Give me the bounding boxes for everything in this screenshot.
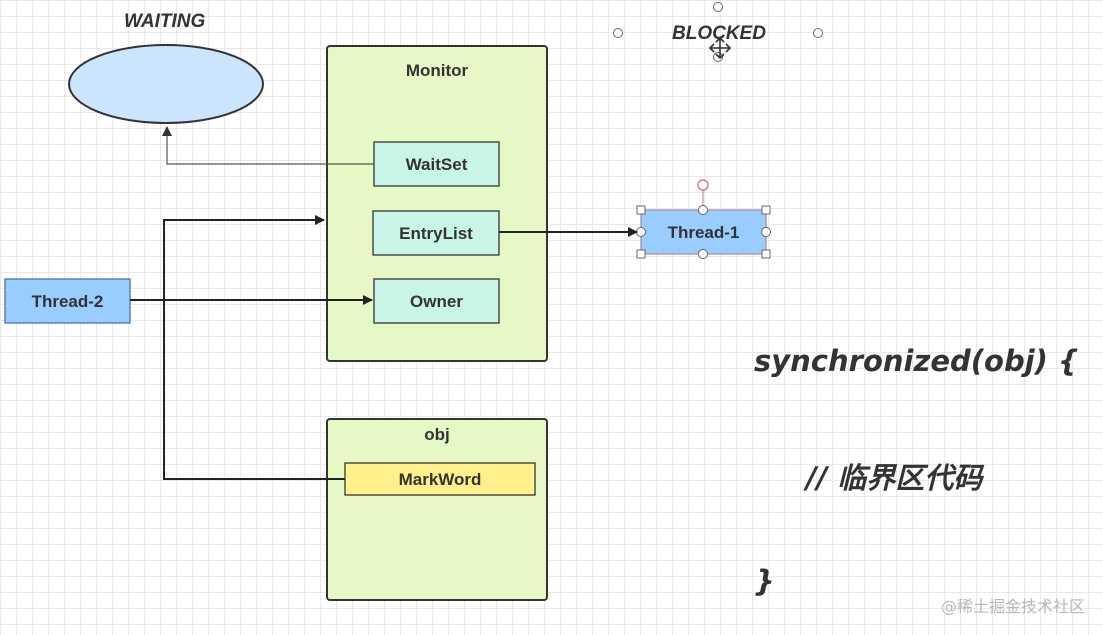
code-line-1: synchronized(obj) { <box>754 344 1079 378</box>
thread1-handle-right[interactable] <box>761 227 771 237</box>
obj-title: obj <box>424 425 450 444</box>
monitor-title: Monitor <box>406 61 469 80</box>
thread1-handle-bottom[interactable] <box>698 249 708 259</box>
thread1-handle-bl[interactable] <box>636 249 646 259</box>
owner-box[interactable] <box>373 278 500 324</box>
thread1-label: Thread-1 <box>668 223 740 242</box>
waiting-ellipse[interactable] <box>68 44 264 124</box>
blocked-handle-left[interactable] <box>613 28 623 38</box>
markword-box[interactable] <box>344 462 536 496</box>
waitset-to-waiting-arrow[interactable] <box>162 126 374 165</box>
waiting-state-label: WAITING <box>124 11 205 32</box>
markword-label: MarkWord <box>399 470 482 489</box>
thread2-label: Thread-2 <box>32 292 104 311</box>
owner-label: Owner <box>410 292 463 311</box>
blocked-handle-top[interactable] <box>713 2 723 12</box>
thread1-handle-tr[interactable] <box>761 205 771 215</box>
code-line-2: // 临界区代码 <box>806 461 983 495</box>
waitset-label: WaitSet <box>406 155 468 174</box>
thread1-rotate-handle[interactable] <box>697 179 709 191</box>
obj-box[interactable] <box>326 418 548 601</box>
thread1-handle-left[interactable] <box>636 227 646 237</box>
thread1-handle-br[interactable] <box>761 249 771 259</box>
thread1-handle-tl[interactable] <box>636 205 646 215</box>
blocked-state-label[interactable]: BLOCKED <box>672 23 766 44</box>
watermark: @稀土掘金技术社区 <box>940 597 1085 616</box>
entrylist-box[interactable] <box>372 210 500 256</box>
move-cursor-icon <box>708 36 732 60</box>
thread1-box[interactable] <box>640 209 767 255</box>
entrylist-label: EntryList <box>399 224 473 243</box>
thread1-handle-top[interactable] <box>698 205 708 215</box>
blocked-handle-right[interactable] <box>813 28 823 38</box>
markword-to-monitor-arrow[interactable] <box>163 215 345 480</box>
code-line-3: } <box>754 564 775 598</box>
